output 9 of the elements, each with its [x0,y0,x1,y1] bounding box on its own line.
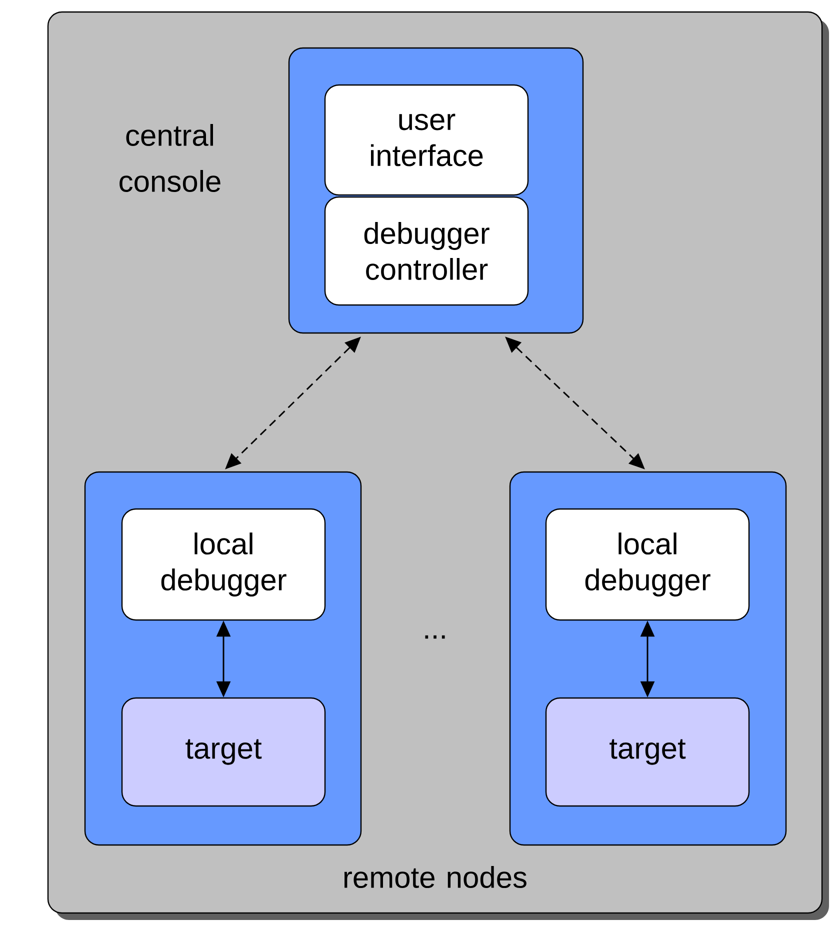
component-box: local debugger [121,508,326,621]
target-box: target [545,697,750,807]
group-label: remote nodes [344,866,526,888]
component-box: debugger controller [324,196,529,306]
target-box: target [121,697,326,807]
group-label: central console [120,124,220,192]
component-box: local debugger [545,508,750,621]
ellipsis: ... [425,635,445,639]
component-box: user interface [324,84,529,196]
